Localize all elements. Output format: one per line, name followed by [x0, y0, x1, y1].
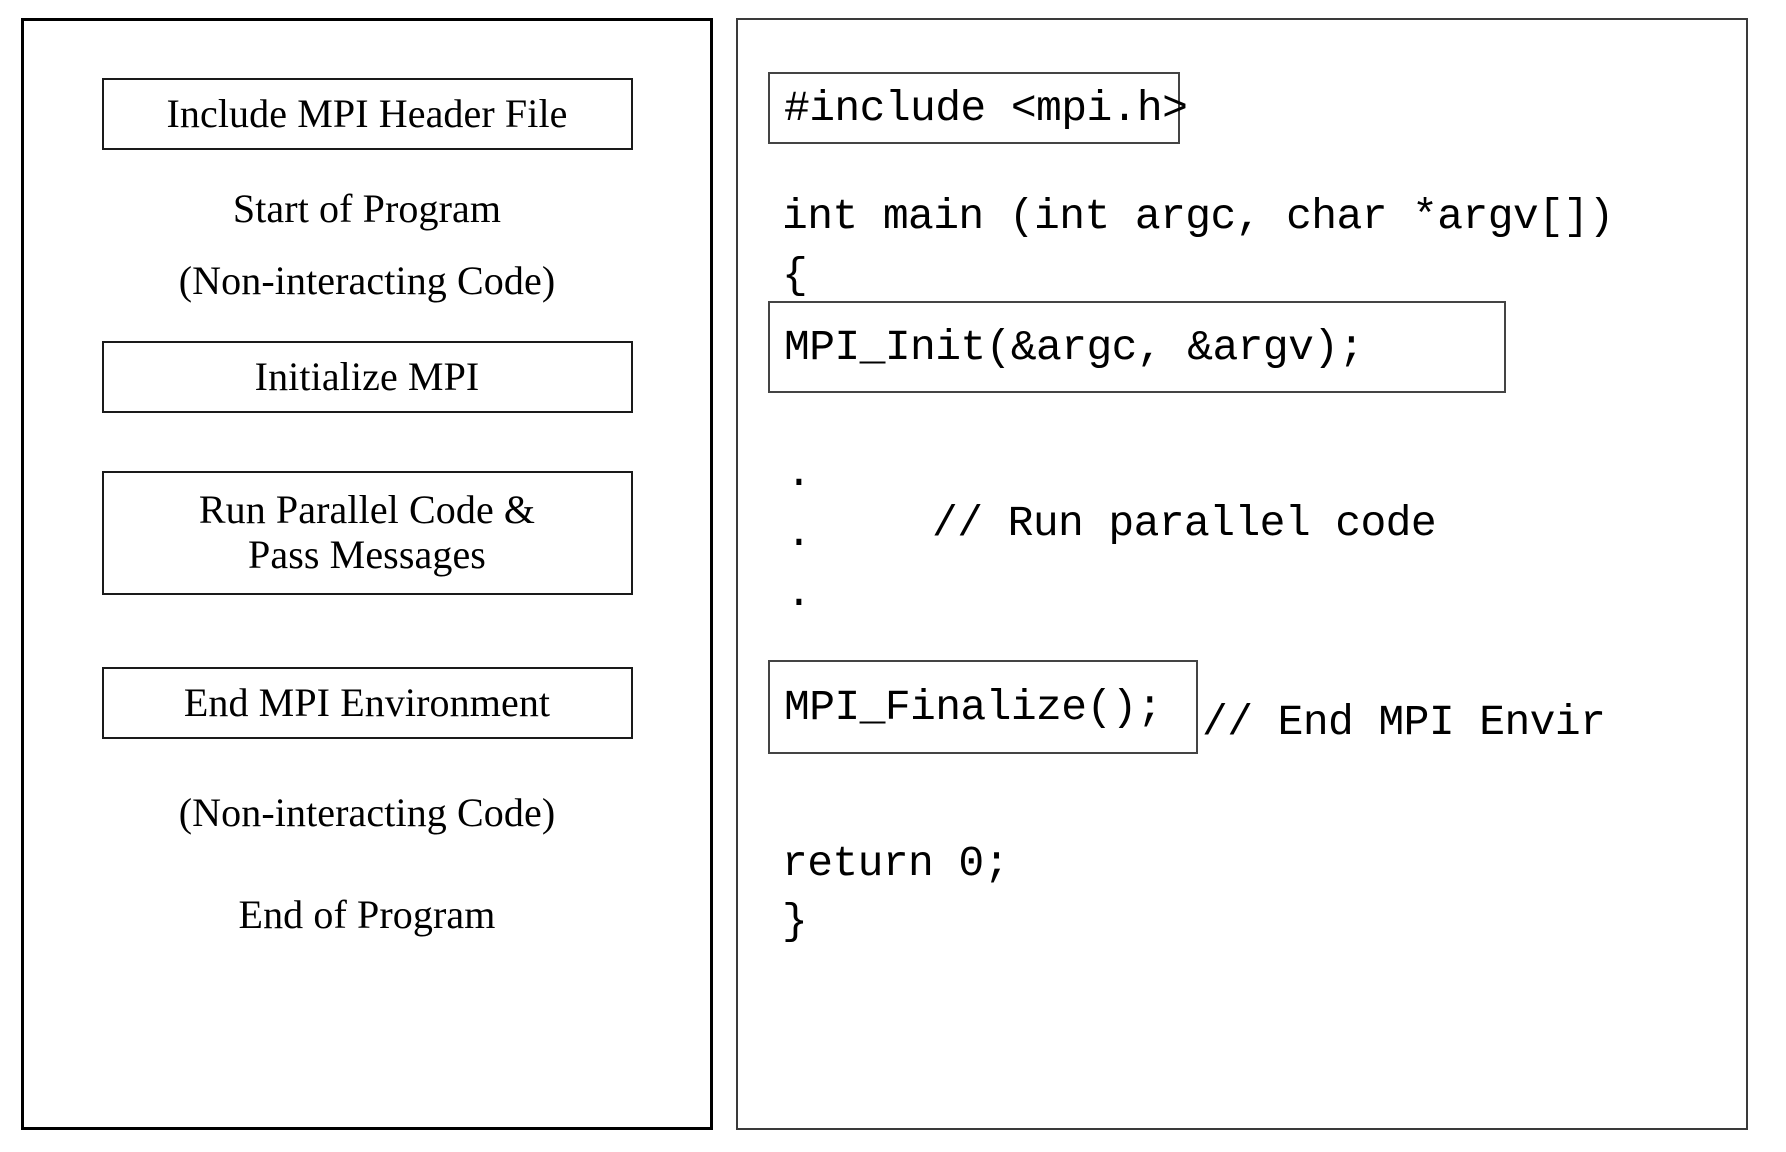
code-comment-end-mpi-environment: // End MPI Envir: [1202, 698, 1606, 747]
code-line-open-brace: {: [782, 251, 808, 300]
flow-step-stack: Include MPI Header File Start of Program…: [24, 21, 710, 1127]
flow-step-label: End MPI Environment: [101, 667, 633, 739]
flow-step-label: Include MPI Header File: [101, 78, 633, 150]
code-comment-run-parallel: // Run parallel code: [932, 499, 1437, 548]
flow-step-label-line1: Run Parallel Code &: [198, 487, 536, 533]
code-panel: #include <mpi.h> int main (int argc, cha…: [736, 18, 1748, 1130]
flow-step-label-line2: Pass Messages: [248, 532, 486, 577]
flow-step-end-mpi-environment: End MPI Environment: [24, 667, 710, 739]
code-line-return: return 0;: [782, 839, 1009, 888]
flow-step-include-header: Include MPI Header File: [24, 78, 710, 150]
code-line-include-mpi: #include <mpi.h>: [768, 72, 1188, 144]
flow-step-run-parallel: Run Parallel Code & Pass Messages: [24, 471, 710, 595]
flow-panel: Include MPI Header File Start of Program…: [21, 18, 713, 1130]
code-line-mpi-init: MPI_Init(&argc, &argv);: [768, 301, 1506, 393]
flow-step-label: Initialize MPI: [101, 341, 633, 413]
flow-step-initialize-mpi: Initialize MPI: [24, 341, 710, 413]
flow-step-end-program: End of Program: [238, 892, 496, 937]
code-line-close-brace: }: [782, 897, 808, 946]
flow-step-start-program: Start of Program: [232, 186, 502, 231]
flow-step-label: Run Parallel Code & Pass Messages: [101, 471, 633, 595]
code-line-main-signature: int main (int argc, char *argv[]): [782, 192, 1614, 241]
flow-step-non-interacting-bottom: (Non-interacting Code): [178, 790, 556, 835]
code-ellipsis-vertical: ...: [786, 449, 812, 618]
flow-step-non-interacting-top: (Non-interacting Code): [178, 258, 556, 303]
code-line-mpi-finalize: MPI_Finalize();: [768, 660, 1198, 754]
